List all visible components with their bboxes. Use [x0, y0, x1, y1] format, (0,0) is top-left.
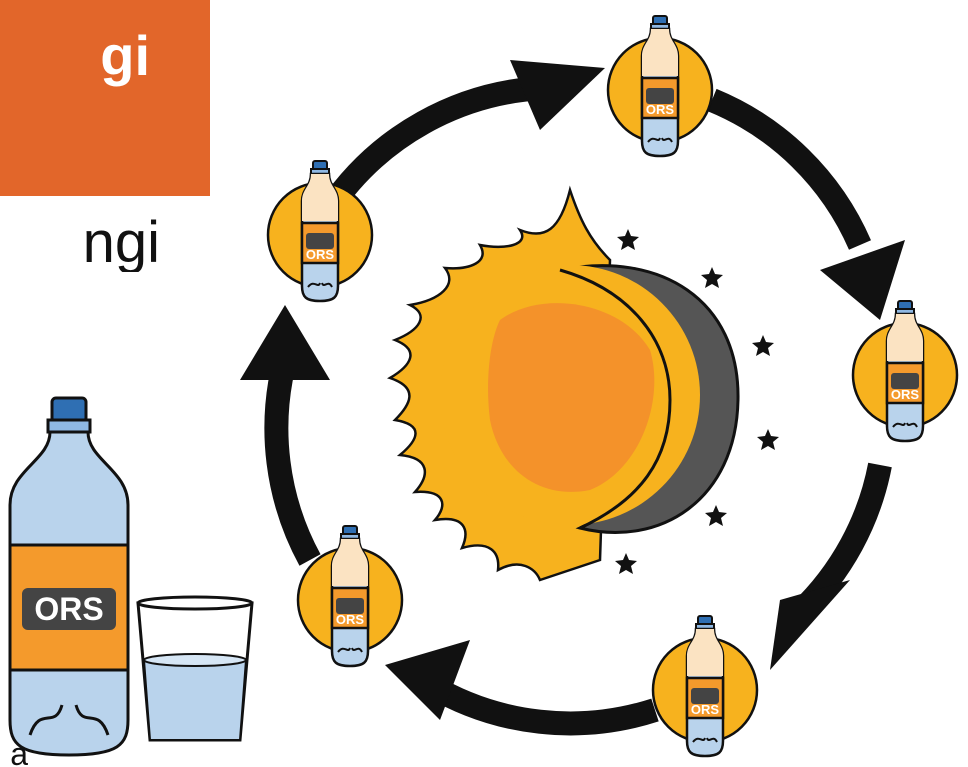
ors-bottle-icon: ORS — [653, 616, 757, 756]
ors-label: ORS — [336, 612, 365, 627]
large-ors-bottle-icon: ORS — [10, 398, 128, 755]
ors-label: ORS — [891, 387, 920, 402]
eclipse-icon — [390, 190, 738, 580]
ors-label-large: ORS — [34, 591, 103, 627]
ors-label: ORS — [306, 247, 335, 262]
ors-label: ORS — [691, 702, 720, 717]
ors-bottle-icon: ORS — [608, 16, 712, 156]
ors-label: ORS — [646, 102, 675, 117]
ors-bottle-icon: ORS — [853, 301, 957, 441]
water-glass-icon — [138, 597, 252, 740]
